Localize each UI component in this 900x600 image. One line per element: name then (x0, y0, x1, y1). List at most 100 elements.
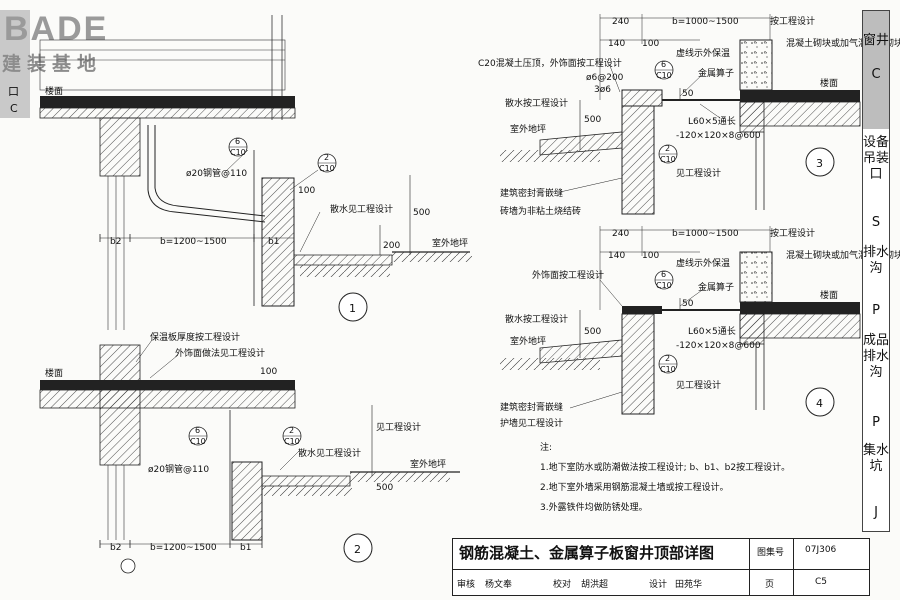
section-code-0: C (871, 67, 881, 82)
d4-per-design: 按工程设计 (770, 227, 815, 239)
active-section-marker (863, 11, 889, 129)
d4-ref-low-num: 2 (665, 354, 670, 363)
d3-floor: 楼面 (820, 77, 838, 89)
section-name-0: 窗井 (863, 33, 890, 48)
d3-dim-50: 50 (682, 89, 694, 99)
d2-detail-number: 2 (354, 543, 361, 556)
d3-ref-low-sheet: C10 (660, 155, 676, 164)
d3-wall-note: 砖墙为非粘土烧结砖 (500, 205, 581, 217)
detail-4 (500, 226, 861, 417)
section-code-3: P (872, 415, 880, 430)
d1-dim-200: 200 (383, 241, 400, 251)
d4-dim-500: 500 (584, 327, 601, 337)
checker-name: 胡洪超 (581, 580, 609, 590)
d3-grade: 室外地坪 (510, 123, 546, 135)
check-label: 校对 (553, 580, 572, 590)
d3-angle: L60×5通长 (688, 115, 736, 127)
notes-heading: 注: (540, 443, 553, 453)
atlas-label: 图集号 (757, 548, 785, 558)
page-number: C5 (815, 577, 828, 587)
d2-dim-design: 见工程设计 (376, 421, 421, 433)
d2-dim-b2: b2 (110, 543, 121, 553)
d4-ref-sheet: C10 (656, 281, 672, 290)
d2-dim-500: 500 (376, 483, 393, 493)
d3-coping-note: C20混凝土压顶，外饰面按工程设计 (478, 57, 622, 69)
d3-ref-num: 6 (661, 60, 666, 69)
d4-dim-240: 240 (612, 229, 629, 239)
d4-apron-note: 散水按工程设计 (505, 313, 568, 325)
d4-guard-wall: 护墙见工程设计 (500, 417, 563, 429)
d2-finish-note: 外饰面做法见工程设计 (175, 347, 265, 359)
d1-dim-500: 500 (413, 208, 430, 218)
note-item-1: 1.地下室防水或防潮做法按工程设计; b、b1、b2按工程设计。 (540, 463, 791, 473)
detail-1 (39, 15, 472, 330)
d1-ref-side-num: 2 (324, 153, 329, 162)
d4-plate: -120×120×8@600 (676, 341, 761, 351)
d2-apron-note: 散水见工程设计 (298, 447, 361, 459)
d4-angle: L60×5通长 (688, 325, 736, 337)
d4-dim-100: 100 (642, 251, 659, 261)
left-index-strip (0, 10, 30, 118)
d3-dashed-note: 虚线示外保温 (676, 47, 730, 59)
d1-pipe-label: ø20钢管@110 (186, 167, 247, 179)
watermark-brand: BADE (4, 10, 108, 48)
d1-dim-b1: b1 (268, 237, 279, 247)
d4-detail-number: 4 (816, 397, 823, 410)
d3-plate: -120×120×8@600 (676, 131, 761, 141)
d2-grade: 室外地坪 (410, 458, 446, 470)
page-label: 页 (765, 580, 775, 590)
note-item-2: 2.地下室外墙采用钢筋混凝土墙或按工程设计。 (540, 483, 729, 493)
atlas-number: 07J306 (805, 545, 837, 555)
d3-dim-240: 240 (612, 17, 629, 27)
reviewer-name: 杨文奉 (485, 580, 513, 590)
watermark-brand-sub: 建装基地 (2, 52, 102, 75)
section-name-2: 排水沟 (863, 245, 890, 276)
d3-detail-number: 3 (816, 157, 823, 170)
d2-dim-100: 100 (260, 367, 277, 377)
d4-design-note: 见工程设计 (676, 379, 721, 391)
d1-apron-note: 散水见工程设计 (330, 203, 393, 215)
d4-finish-note: 外饰面按工程设计 (532, 269, 604, 281)
section-code-2: P (872, 303, 880, 318)
d2-ref-top-sheet: C10 (190, 437, 206, 446)
d3-sealant: 建筑密封膏嵌缝 (500, 187, 563, 199)
d2-pipe-label: ø20钢管@110 (148, 463, 209, 475)
section-code-4: J (874, 505, 878, 520)
d2-insulation-note: 保温板厚度按工程设计 (150, 331, 240, 343)
d2-floor-label: 楼面 (45, 367, 63, 379)
section-name-3: 成品排水沟 (863, 333, 890, 380)
d4-floor: 楼面 (820, 289, 838, 301)
d3-grating: 金属算子 (698, 67, 734, 79)
detail-2 (39, 339, 460, 574)
left-strip-label: 口 (8, 85, 19, 98)
d4-ref-low-sheet: C10 (660, 365, 676, 374)
d3-apron-note: 散水按工程设计 (505, 97, 568, 109)
d1-floor-label: 楼面 (45, 85, 63, 97)
d1-dim-100: 100 (298, 186, 315, 196)
d4-ref-num: 6 (661, 270, 666, 279)
d4-grating: 金属算子 (698, 281, 734, 293)
d2-ref-top-num: 6 (195, 426, 200, 435)
detail-3 (500, 14, 861, 215)
d3-dim-500: 500 (584, 115, 601, 125)
d4-grade: 室外地坪 (510, 335, 546, 347)
right-index-strip: 窗井 C 设备吊装口 S 排水沟 P 成品排水沟 P 集水坑 J (862, 10, 890, 532)
d3-rebar1: ø6@200 (586, 73, 624, 83)
d3-ref-sheet: C10 (656, 71, 672, 80)
designer-name: 田苑华 (675, 580, 703, 590)
section-code-1: S (871, 215, 881, 230)
d4-dim-b: b=1000~1500 (672, 229, 739, 239)
d1-ref-side-sheet: C10 (319, 164, 335, 173)
d3-design-note: 见工程设计 (676, 167, 721, 179)
review-label: 审核 (457, 580, 476, 590)
d1-ref-top-num: 6 (235, 137, 240, 146)
drawing-title: 钢筋混凝土、金属算子板窗井顶部详图 (459, 544, 715, 562)
left-strip-code: C (10, 102, 18, 115)
d3-ref-low-num: 2 (665, 144, 670, 153)
d3-dim-140: 140 (608, 39, 625, 49)
d1-grade: 室外地坪 (432, 237, 468, 249)
d3-dim-100: 100 (642, 39, 659, 49)
d1-dim-b2: b2 (110, 237, 121, 247)
d3-rebar2: 3ø6 (594, 85, 611, 95)
